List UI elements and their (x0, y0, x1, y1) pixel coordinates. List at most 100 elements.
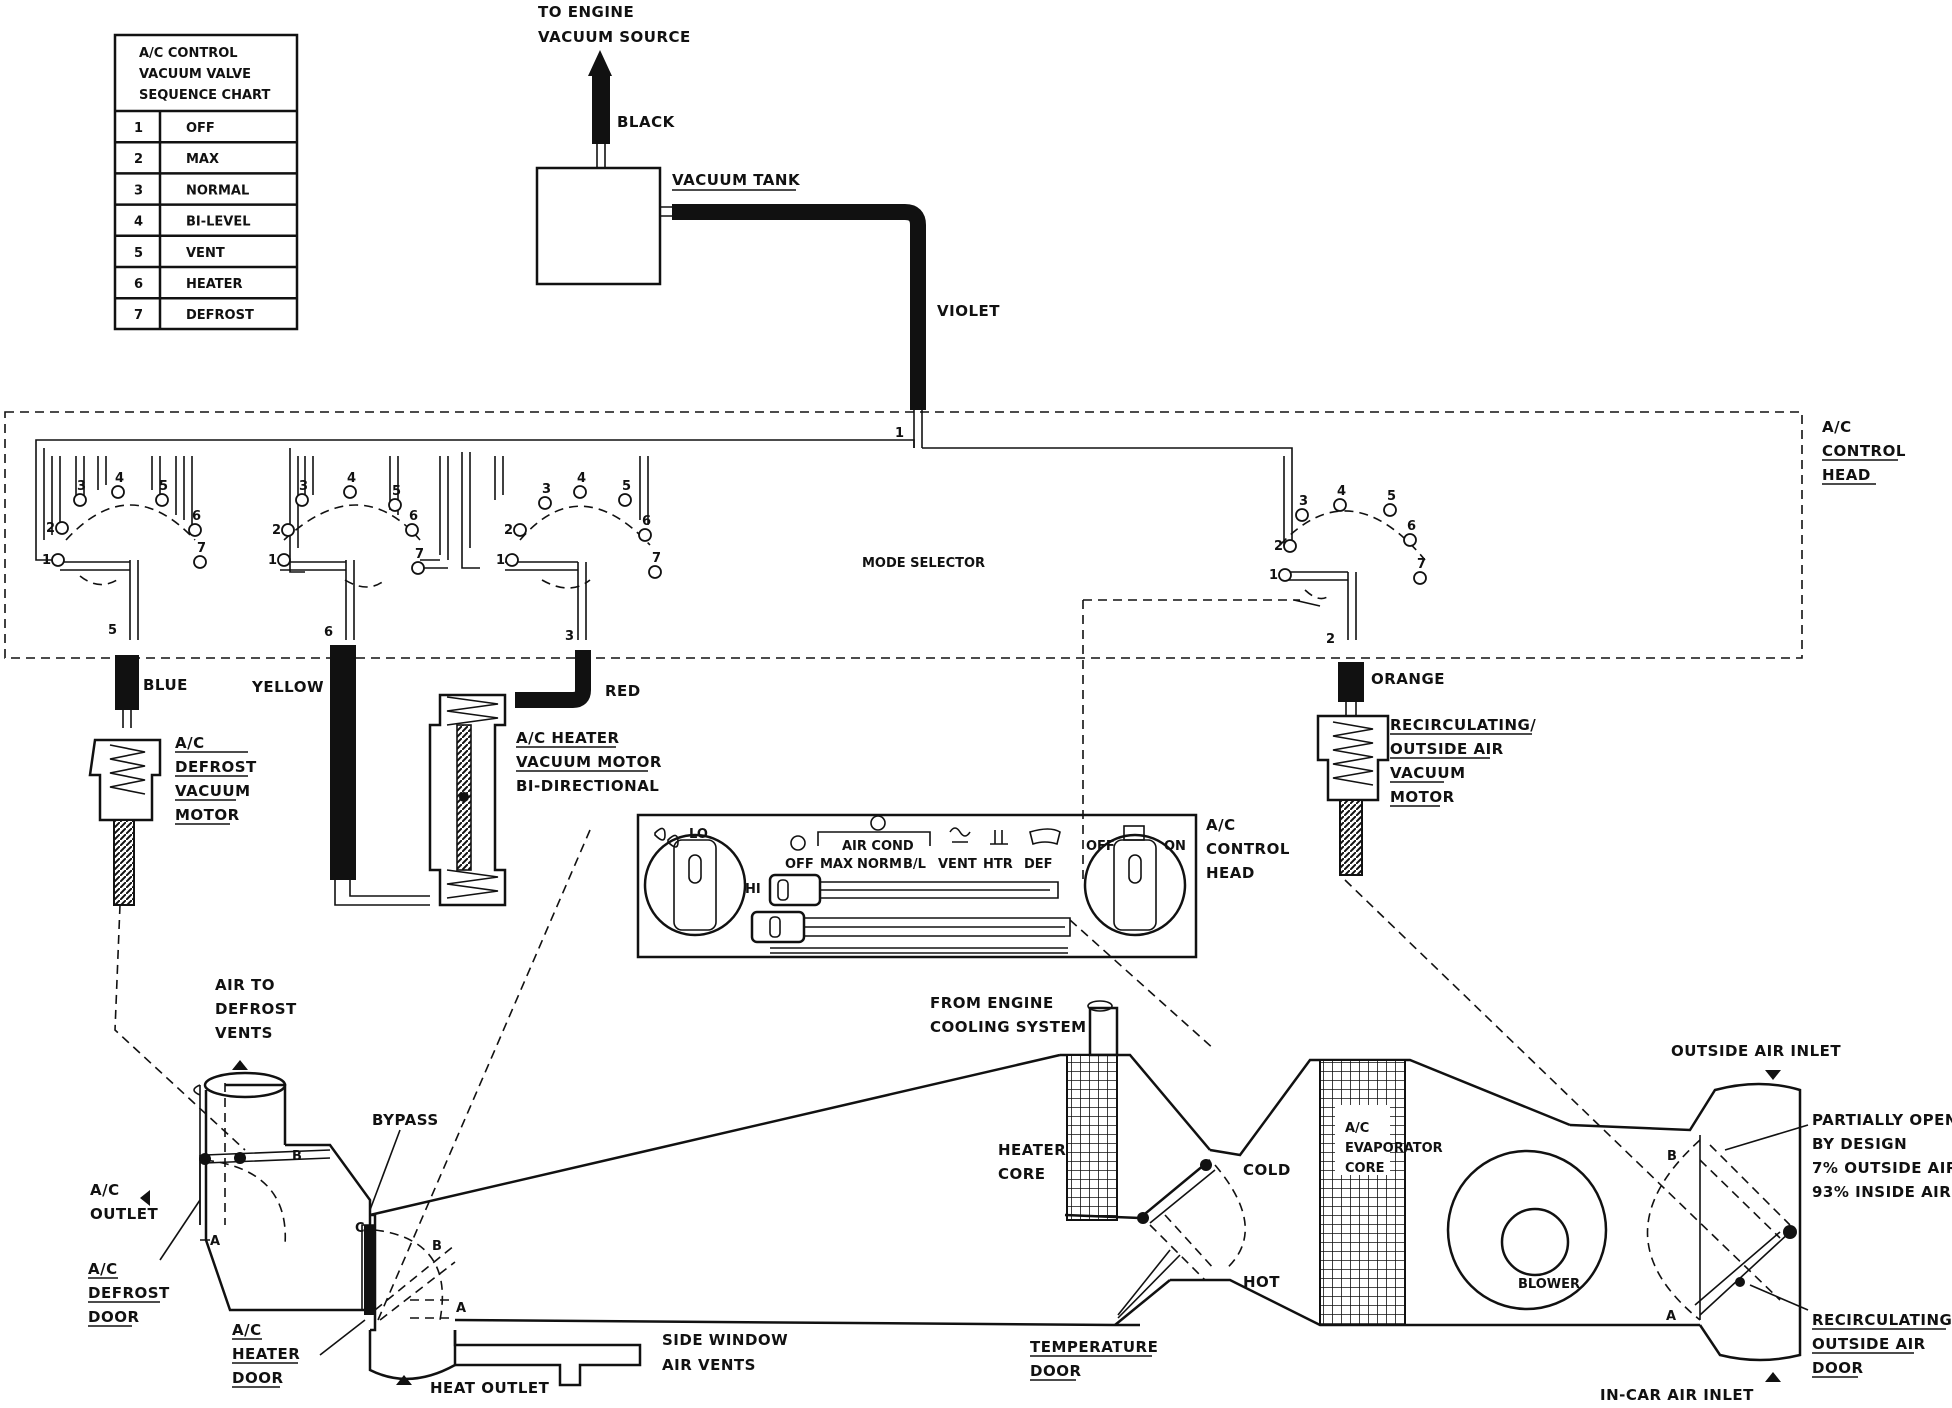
defrost-motor-label-2: DEFROST (175, 758, 257, 776)
chart-row-label: HEATER (186, 277, 243, 292)
vacuum-port (188, 523, 202, 537)
vacuum-port (1295, 508, 1309, 522)
chart-row-label: NORMAL (186, 183, 249, 198)
engine-cooling-label-2: COOLING SYSTEM (930, 1018, 1087, 1036)
violet-hose-label: VIOLET (937, 302, 1000, 320)
vacuum-port-number: 5 (392, 484, 401, 499)
vacuum-port-number: 3 (299, 479, 308, 494)
vacuum-port-number: 6 (642, 514, 651, 529)
vacuum-port-number: 7 (1417, 557, 1426, 572)
control-head-label-1: A/C (1822, 418, 1852, 436)
chart-row-label: MAX (186, 152, 219, 167)
arrow-up-icon (588, 50, 612, 76)
vacuum-port (111, 485, 125, 499)
vacuum-port-number: 3 (77, 479, 86, 494)
control-head-label-3: HEAD (1822, 466, 1871, 484)
svg-text:1: 1 (895, 426, 904, 441)
chart-title-1: A/C CONTROL (139, 46, 238, 61)
selector-heater (280, 456, 449, 640)
off-mode-icon (790, 835, 806, 851)
vacuum-tank-label: VACUUM TANK (672, 171, 801, 189)
vacuum-port-number: 2 (504, 523, 513, 538)
heater-motor-label-3: BI-DIRECTIONAL (516, 777, 659, 795)
vacuum-manifold (35, 439, 1293, 573)
vacuum-port (155, 493, 169, 507)
vacuum-port (73, 493, 87, 507)
black-hose-label: BLACK (617, 113, 676, 131)
vacuum-port (1283, 539, 1297, 553)
vacuum-port (618, 493, 632, 507)
defrost-motor-group: 5 BLUE A/C DEFROST VACUUM MOTOR (88, 623, 257, 906)
vacuum-port (55, 521, 69, 535)
vacuum-port-number: 2 (272, 523, 281, 538)
panel-head-label-2: CONTROL (1206, 840, 1290, 858)
control-head-boundary (4, 411, 1803, 659)
vacuum-port (281, 523, 295, 537)
evap-label-1: A/C (1345, 1121, 1369, 1136)
vacuum-port (1383, 503, 1397, 517)
vacuum-port (51, 553, 65, 567)
defrost-door-label-2: DEFROST (88, 1284, 170, 1302)
svg-text:B: B (1667, 1149, 1677, 1164)
vacuum-port-number: 4 (1337, 484, 1346, 499)
vacuum-port (538, 496, 552, 510)
air-defrost-label-1: AIR TO (215, 976, 275, 994)
mode-lever[interactable] (768, 873, 822, 907)
svg-text:B: B (432, 1239, 442, 1254)
arrow-down-icon (1765, 1070, 1781, 1080)
heater-icon (990, 830, 1008, 845)
chart-row-label: DEFROST (186, 308, 254, 323)
leader-lines (159, 1124, 1809, 1356)
vacuum-port-number: 1 (496, 553, 505, 568)
vacuum-port (1278, 568, 1292, 582)
temperature-lever[interactable] (750, 910, 806, 944)
recirc-motor-label-4: MOTOR (1390, 788, 1455, 806)
svg-text:6: 6 (324, 625, 333, 640)
vacuum-port-number: 6 (1407, 519, 1416, 534)
snowflake-icon (870, 815, 886, 831)
svg-text:A: A (1666, 1309, 1676, 1324)
vacuum-port-number: 2 (46, 521, 55, 536)
bypass-label: BYPASS (372, 1111, 439, 1129)
partial-open-label-3: 7% OUTSIDE AIR (1812, 1159, 1952, 1177)
vacuum-port (505, 553, 519, 567)
vacuum-port (295, 493, 309, 507)
fan-hi-label: HI (745, 882, 761, 897)
vacuum-port (513, 523, 527, 537)
chart-row-number: 1 (134, 121, 143, 136)
recirc-motor-label-3: VACUUM (1390, 764, 1466, 782)
vacuum-port-number: 1 (1269, 568, 1278, 583)
vacuum-port (343, 485, 357, 499)
vacuum-source: TO ENGINE VACUUM SOURCE BLACK VACUUM TAN… (535, 3, 1000, 448)
vacuum-port-number: 4 (577, 471, 586, 486)
air-cond-label: AIR COND (842, 839, 914, 854)
chart-row-label: OFF (186, 121, 215, 136)
chart-row-number: 6 (134, 277, 143, 292)
vacuum-port-number: 5 (1387, 489, 1396, 504)
heater-door-label-1: A/C (232, 1321, 262, 1339)
ac-knob[interactable] (1083, 833, 1187, 937)
recirc-door-label-1: RECIRCULATING/ (1812, 1311, 1952, 1329)
cold-label: COLD (1243, 1161, 1291, 1179)
vacuum-port-number: 4 (115, 471, 124, 486)
heater-core-label-2: CORE (998, 1165, 1046, 1183)
fan-knob[interactable] (643, 833, 747, 937)
control-head-label-2: CONTROL (1822, 442, 1906, 460)
vacuum-port (277, 553, 291, 567)
panel-head-label-1: A/C (1206, 816, 1236, 834)
svg-text:B: B (292, 1149, 302, 1164)
svg-text:2: 2 (1326, 632, 1335, 647)
vacuum-port-number: 6 (192, 509, 201, 524)
vacuum-port-number: 5 (622, 479, 631, 494)
chart-row-label: VENT (186, 246, 225, 261)
vacuum-port (1413, 571, 1427, 585)
yellow-hose-label: YELLOW (251, 678, 324, 696)
svg-text:3: 3 (565, 629, 574, 644)
partial-open-label-4: 93% INSIDE AIR (1812, 1183, 1951, 1201)
chart-row-number: 5 (134, 246, 143, 261)
vent-icon (949, 827, 971, 843)
temp-door-label-1: TEMPERATURE (1030, 1338, 1158, 1356)
vacuum-port (411, 561, 425, 575)
